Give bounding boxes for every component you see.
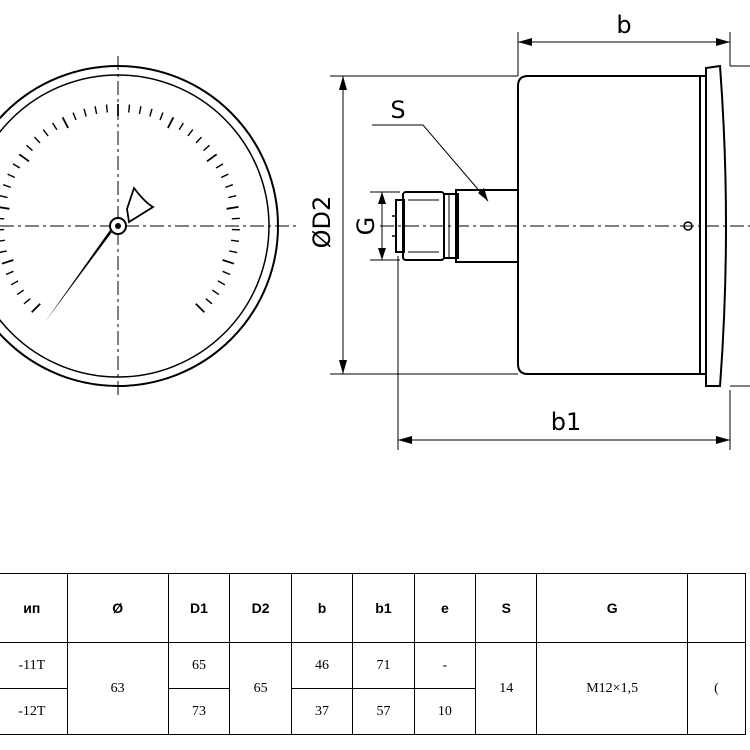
scale-tick (222, 259, 235, 265)
scale-tick (138, 106, 142, 115)
scale-tick (16, 289, 25, 296)
scale-tick (187, 129, 194, 137)
scale-tick (72, 112, 77, 121)
scale-tick (23, 298, 31, 305)
scale-tick (7, 173, 16, 179)
scale-tick (1, 259, 14, 265)
scale-tick (0, 217, 5, 220)
cell-d1: 73 (167, 688, 231, 735)
cell-b: 37 (290, 688, 354, 735)
scale-tick (52, 122, 58, 131)
scale-tick (18, 153, 30, 163)
gauge-technical-drawing: b b1 S ØD2 G (0, 11, 750, 450)
gauge-pointer (45, 186, 155, 322)
scale-tick (61, 116, 69, 129)
scale-tick (225, 184, 234, 189)
scale-tick (226, 206, 239, 210)
header-e: e (413, 573, 477, 643)
scale-tick (178, 122, 184, 131)
cell-b: 46 (290, 642, 354, 689)
scale-tick (159, 112, 164, 121)
scale-tick (2, 184, 11, 189)
scale-tick (128, 104, 131, 113)
scale-tick (195, 303, 205, 313)
scale-tick (217, 280, 226, 286)
front-centerlines (0, 56, 300, 396)
header-s: S (475, 573, 538, 643)
cell-b1: 71 (352, 642, 415, 689)
dim-label-d2: ØD2 (308, 196, 336, 249)
gauge-scale (0, 104, 240, 313)
scale-tick (231, 217, 240, 220)
spec-table: ип Ø D1 D2 b b1 e S G -11T 63 65 65 46 7… (0, 573, 747, 735)
cell-type: -11T (0, 642, 68, 689)
dim-label-b1: b1 (551, 408, 582, 436)
header-d2: D2 (229, 573, 292, 643)
scale-tick (222, 270, 231, 276)
header-b: b (290, 573, 354, 643)
scale-tick (5, 270, 14, 276)
cell-g: M12×1,5 (536, 642, 688, 735)
cell-e: 10 (413, 688, 477, 735)
table-row: -12T 73 37 57 10 (0, 688, 746, 735)
header-type: ип (0, 573, 68, 643)
scale-tick (167, 116, 175, 129)
cell-d1: 65 (167, 642, 231, 689)
cell-d2: 65 (229, 642, 292, 735)
cell-type: -12T (0, 688, 68, 735)
header-diameter: Ø (66, 573, 169, 643)
scale-tick (0, 239, 5, 242)
scale-tick (211, 289, 220, 296)
table-header-row: ип Ø D1 D2 b b1 e S G (0, 573, 747, 643)
scale-tick (195, 136, 203, 144)
dimension-lines (330, 32, 750, 450)
cell-b1: 57 (352, 688, 415, 735)
dim-label-s: S (390, 96, 405, 124)
scale-tick (83, 108, 87, 117)
scale-tick (0, 206, 10, 210)
dim-label-g: G (352, 217, 380, 236)
scale-tick (220, 173, 229, 179)
scale-tick (229, 250, 238, 254)
scale-tick (26, 144, 33, 152)
scale-tick (31, 303, 41, 313)
scale-tick (10, 280, 19, 286)
header-d1: D1 (167, 573, 231, 643)
table-row: -11T 63 65 65 46 71 - 14 M12×1,5 ( (0, 642, 747, 735)
scale-tick (215, 163, 224, 169)
dim-label-b: b (616, 11, 631, 39)
scale-tick (231, 239, 240, 242)
scale-tick (0, 195, 8, 199)
cell-e: - (413, 642, 477, 689)
scale-tick (33, 136, 41, 144)
scale-tick (149, 108, 153, 117)
cell-diameter: 63 (66, 642, 169, 735)
header-b1: b1 (352, 573, 415, 643)
scale-tick (206, 153, 218, 163)
dimension-arrows (339, 38, 730, 444)
scale-tick (94, 106, 98, 115)
scale-tick (12, 163, 21, 169)
scale-tick (105, 104, 108, 113)
cell-extra: ( (686, 642, 747, 735)
scale-tick (205, 298, 213, 305)
header-extra (686, 573, 747, 643)
scale-tick (42, 129, 49, 137)
scale-tick (0, 250, 7, 254)
scale-tick (228, 195, 237, 199)
header-g: G (536, 573, 688, 643)
cell-s: 14 (475, 642, 538, 735)
scale-tick (203, 144, 210, 152)
